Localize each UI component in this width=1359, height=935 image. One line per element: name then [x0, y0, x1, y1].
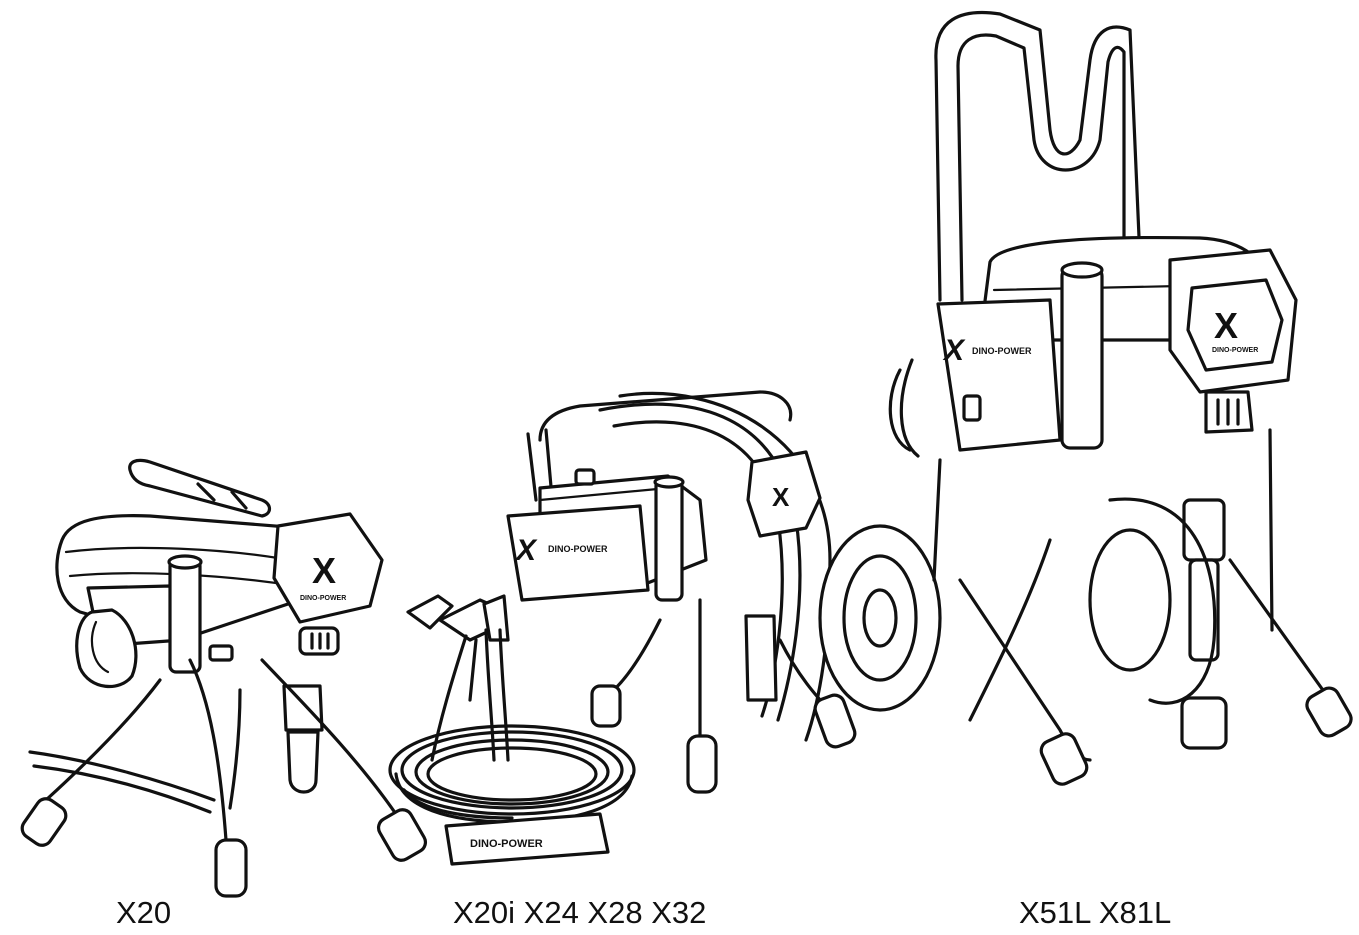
- hose-and-spray-gun-drawing: DINO-POWER: [388, 594, 636, 866]
- caption-x20i-x24-x28-x32: X20i X24 X28 X32: [453, 895, 707, 930]
- logo-letter-x51l-side: X: [942, 334, 966, 367]
- sprayer-x20-drawing: X DINO-POWER: [20, 458, 428, 898]
- logo-letter-x20: X: [312, 550, 336, 591]
- brand-name-x24: DINO-POWER: [548, 544, 608, 554]
- brand-name-x51l-front: DINO-POWER: [1212, 347, 1258, 354]
- logo-letter-x24: X: [514, 534, 538, 567]
- sprayer-x24-series-drawing: X DINO-POWER X: [506, 390, 857, 794]
- logo-letter-x51l: X: [1214, 305, 1238, 346]
- brand-name-x51l-side: DINO-POWER: [972, 346, 1032, 356]
- brand-name-tag: DINO-POWER: [470, 838, 543, 850]
- caption-x51l-x81l: X51L X81L: [1019, 895, 1172, 930]
- brand-name-x20: DINO-POWER: [300, 595, 346, 602]
- caption-x20: X20: [116, 895, 172, 930]
- sprayer-x51l-series-drawing: X DINO-POWER X DINO-POWER: [818, 10, 1353, 786]
- logo-letter-x24-front: X: [772, 482, 790, 512]
